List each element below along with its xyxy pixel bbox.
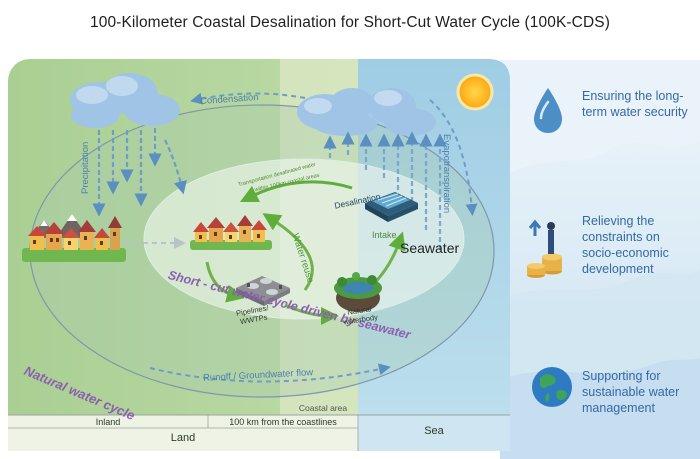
globe-icon	[532, 367, 572, 407]
sea-label: Sea	[424, 425, 444, 437]
desalination-plant-illustration	[365, 192, 418, 222]
page-title: 100-Kilometer Coastal Desalination for S…	[90, 14, 610, 31]
intake-label: Intake	[372, 230, 397, 240]
benefit-sustainable: Supporting for sustainable water managem…	[582, 369, 680, 415]
land-label: Land	[170, 432, 196, 444]
benefit-water-security: Ensuring the long-term water security	[582, 89, 688, 119]
waterbody-illustration	[334, 272, 382, 312]
coastal-area-label: Coastal area	[298, 403, 348, 413]
coastal-village-illustration	[190, 215, 272, 250]
precipitation-label: Precipitation	[80, 141, 91, 194]
hundred-km-label: 100 km from the coastlines	[229, 417, 337, 427]
growth-coins-icon	[527, 219, 562, 278]
benefit-socio-economic: Relieving the constraints on socio-econo…	[582, 214, 669, 276]
inland-label: Inland	[95, 417, 121, 427]
wwtp-illustration	[236, 276, 290, 306]
seawater-label: Seawater	[400, 240, 460, 256]
water-drop-icon	[534, 88, 562, 133]
evapotranspiration-label: Evapotranspiration	[441, 134, 452, 214]
inland-village-illustration	[22, 214, 126, 262]
